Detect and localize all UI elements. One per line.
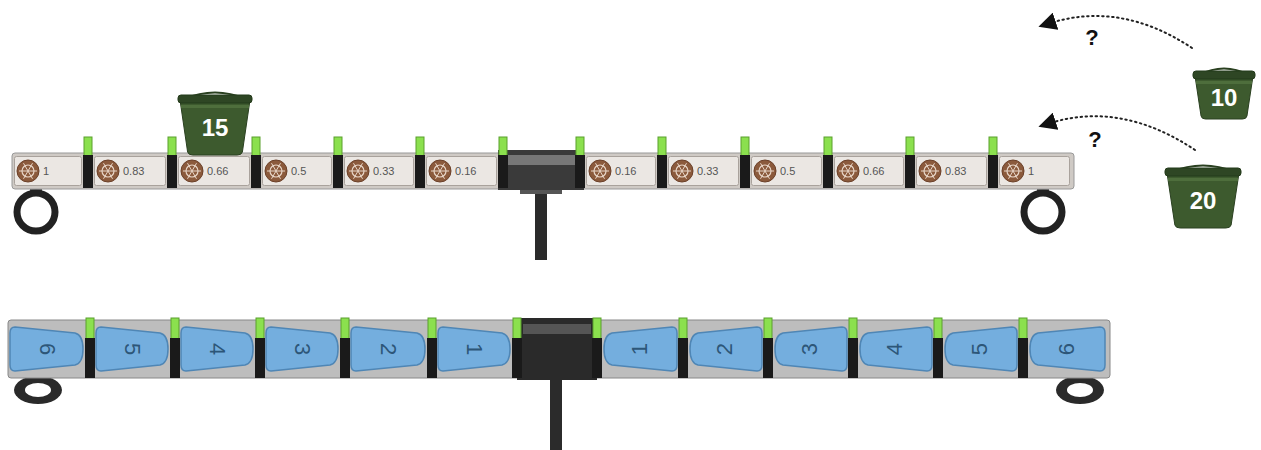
block-number: 6	[36, 343, 58, 355]
number-block: 3	[266, 325, 339, 373]
beam-segment: 0.33	[668, 156, 739, 186]
beam-segment: 0.5	[262, 156, 332, 186]
segment-value: 1	[1028, 166, 1034, 177]
segment-value: 0.5	[291, 166, 306, 177]
segment-shape	[999, 156, 1070, 186]
bucket-weight: 15	[202, 116, 229, 140]
top-balance	[12, 137, 1074, 260]
number-block: 6	[1029, 325, 1105, 373]
move-arrow	[1047, 116, 1195, 150]
question-mark: ?	[1083, 27, 1100, 49]
number-block: 1	[438, 325, 511, 373]
beam-segment: 1	[14, 156, 82, 186]
question-mark: ?	[1086, 129, 1103, 151]
beam-segment: 0.66	[834, 156, 904, 186]
beam-segment: 0.5	[751, 156, 822, 186]
block-number: 5	[970, 343, 992, 355]
number-block: 6	[10, 325, 84, 373]
block-number: 6	[1056, 343, 1078, 355]
number-block: 4	[181, 325, 254, 373]
segment-value: 0.66	[207, 166, 228, 177]
segment-value: 0.66	[863, 166, 884, 177]
move-arrow	[1047, 16, 1192, 48]
segment-value: 0.5	[780, 166, 795, 177]
number-block: 2	[689, 325, 762, 373]
weight-bucket: 15	[178, 90, 252, 156]
beam-segment: 0.83	[916, 156, 987, 186]
beam-segment: 0.16	[426, 156, 497, 186]
number-block: 5	[96, 325, 169, 373]
number-block: 3	[774, 325, 847, 373]
beam-segment: 0.33	[344, 156, 414, 186]
block-number: 1	[629, 343, 651, 355]
weight-bucket: 10	[1193, 66, 1255, 120]
segment-value: 0.33	[373, 166, 394, 177]
block-number: 5	[122, 343, 144, 355]
number-block: 1	[603, 325, 677, 373]
bucket-weight: 20	[1190, 189, 1217, 213]
beam-segment: 0.16	[586, 156, 656, 186]
block-number: 1	[464, 343, 486, 355]
segment-value: 0.16	[455, 166, 476, 177]
bottom-balance	[8, 318, 1110, 450]
segment-value: 0.16	[615, 166, 636, 177]
block-number: 2	[378, 343, 400, 355]
number-block: 2	[351, 325, 426, 373]
number-block: 4	[859, 325, 932, 373]
number-block: 5	[944, 325, 1017, 373]
bucket-weight: 10	[1211, 86, 1238, 110]
beam-segment: 0.83	[94, 156, 166, 186]
segment-value: 0.33	[697, 166, 718, 177]
beam-segment: 0.66	[178, 156, 250, 186]
block-number: 4	[207, 343, 229, 355]
block-number: 2	[715, 343, 737, 355]
block-number: 3	[292, 343, 314, 355]
beam-segment: 1	[999, 156, 1070, 186]
block-number: 4	[885, 343, 907, 355]
weight-bucket: 20	[1165, 163, 1241, 229]
block-number: 3	[800, 343, 822, 355]
segment-value: 0.83	[945, 166, 966, 177]
segment-value: 1	[43, 166, 49, 177]
segment-value: 0.83	[123, 166, 144, 177]
